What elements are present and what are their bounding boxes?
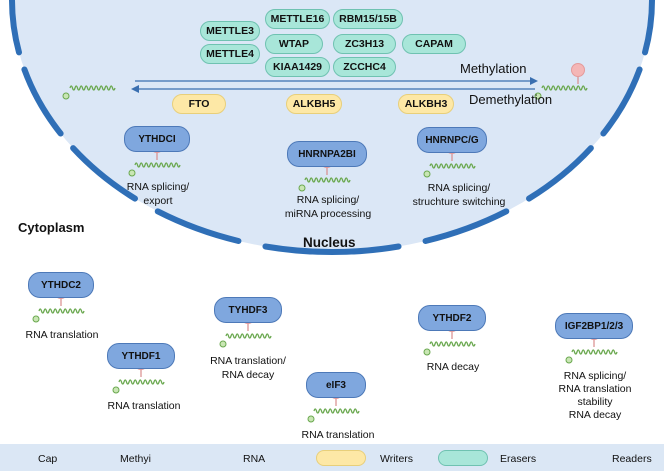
- reader-rna-strand: [313, 408, 360, 414]
- writer-mettle4: METTLE4: [200, 44, 260, 64]
- cap-marker: [423, 170, 431, 178]
- cap-marker: [112, 386, 120, 394]
- membrane-segment: [600, 66, 643, 137]
- legend-methyl-label: Methyi: [120, 453, 151, 465]
- nucleus-label: Nucleus: [303, 235, 356, 250]
- reader-hnrnpcg-function: RNA splicing/struchture switching: [412, 182, 506, 208]
- writer-rbm15: RBM15/15B: [333, 9, 403, 29]
- cap-marker: [32, 315, 40, 323]
- reader-rna-strand: [225, 333, 272, 339]
- reader-ythdci-function: RNA splicing/export: [126, 181, 190, 207]
- writer-mettle16: METTLE16: [265, 9, 330, 29]
- cytoplasm-label: Cytoplasm: [18, 220, 85, 235]
- reader-rna-strand: [429, 341, 476, 347]
- cap-marker: [62, 92, 70, 100]
- cap-marker: [128, 169, 136, 177]
- legend-rna-label: RNA: [243, 453, 266, 465]
- demethylation-label: Demethylation: [469, 92, 553, 107]
- membrane-segment: [9, 0, 22, 56]
- membrane-segment: [422, 208, 510, 244]
- cap-marker: [298, 184, 306, 192]
- legend-readers-label: Readers: [612, 453, 652, 465]
- reader-ythdc2: YTHDC2: [28, 272, 94, 298]
- reader-rna-strand: [304, 177, 351, 183]
- membrane-segment: [642, 0, 655, 56]
- reader-tyhdf3-function: RNA translation/RNA decay: [210, 355, 286, 381]
- demethylation-arrowhead: [131, 85, 139, 93]
- reader-hnrnpa2bi: HNRNPA2BI: [287, 141, 367, 167]
- legend-erasers-swatch: [438, 450, 488, 466]
- cap-marker: [423, 348, 431, 356]
- writer-mettle3: METTLE3: [200, 21, 260, 41]
- cap-marker: [219, 340, 227, 348]
- reader-hnrnpa2bi-function: RNA splicing/miRNA processing: [284, 194, 372, 220]
- reader-rna-strand: [118, 379, 165, 385]
- cap-marker: [534, 92, 542, 100]
- cap-marker: [307, 415, 315, 423]
- reader-hnrnpcg: HNRNPC/G: [417, 127, 487, 153]
- legend-cap-label: Cap: [38, 453, 58, 465]
- legend-erasers-label: Erasers: [500, 453, 537, 465]
- rna-strand-unmethylated: [69, 85, 116, 91]
- membrane-segment: [70, 145, 138, 202]
- writer-kiaa1429: KIAA1429: [265, 57, 330, 77]
- reader-ythdf1: YTHDF1: [107, 343, 175, 369]
- writer-capam: CAPAM: [402, 34, 466, 54]
- reader-rna-strand: [571, 349, 618, 355]
- reader-igf2bp: IGF2BP1/2/3: [555, 313, 633, 339]
- reader-ythdf2-function: RNA decay: [426, 361, 480, 373]
- methylation-label: Methylation: [460, 61, 527, 76]
- reader-ythdf2: YTHDF2: [418, 305, 486, 331]
- reader-tyhdf3: TYHDF3: [214, 297, 282, 323]
- reader-eif3: eIF3: [306, 372, 366, 398]
- methylation-arrowhead: [530, 77, 538, 85]
- reader-rna-strand: [134, 162, 181, 168]
- legend-writers-swatch: [316, 450, 366, 466]
- rna-strand-methylated: [541, 85, 588, 91]
- eraser-fto: FTO: [172, 94, 226, 114]
- membrane-segment: [154, 208, 242, 244]
- reader-ythdf1-function: RNA translation: [107, 400, 181, 412]
- legend-writers-label: Writers: [380, 453, 414, 465]
- eraser-alkbh3: ALKBH3: [398, 94, 454, 114]
- cap-marker: [565, 356, 573, 364]
- reader-rna-strand: [429, 163, 476, 169]
- reader-ythdci: YTHDCI: [124, 126, 190, 152]
- writer-zcchc4: ZCCHC4: [333, 57, 396, 77]
- reader-ythdc2-function: RNA translation: [25, 329, 99, 341]
- writer-wtap: WTAP: [265, 34, 323, 54]
- membrane-segment: [262, 243, 402, 255]
- writer-zc3h13: ZC3H13: [333, 34, 396, 54]
- nucleus-area: [12, 0, 652, 252]
- eraser-alkbh5: ALKBH5: [286, 94, 342, 114]
- membrane-segment: [526, 145, 594, 202]
- reader-rna-strand: [38, 308, 85, 314]
- methyl-group: [571, 63, 585, 77]
- membrane-segment: [21, 66, 64, 137]
- reader-eif3-function: RNA translation: [301, 429, 375, 441]
